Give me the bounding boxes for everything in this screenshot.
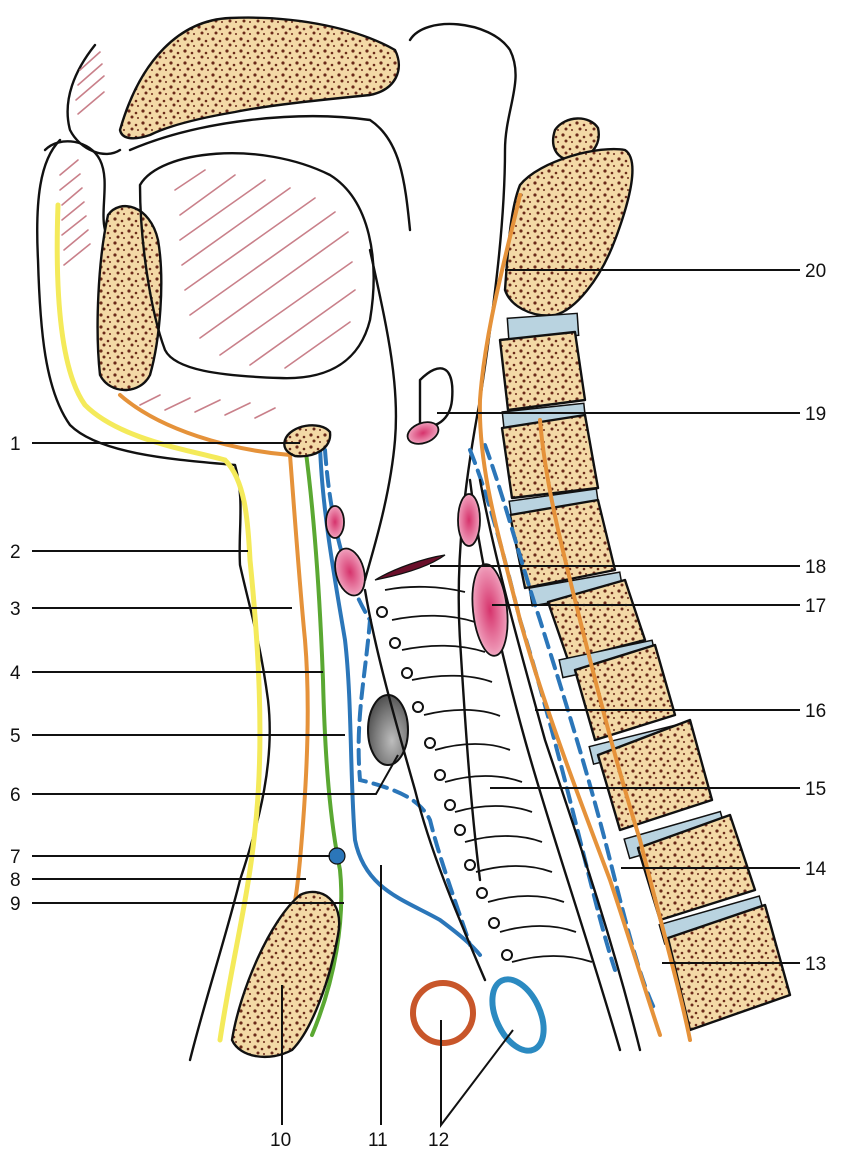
label-2: 2 — [10, 542, 21, 563]
retropharyngeal-node-upper — [458, 494, 480, 546]
epiglottis — [420, 368, 452, 426]
label-15: 15 — [805, 779, 826, 800]
floor-muscle-hatching — [140, 395, 275, 418]
lip-muscle-hatching — [60, 52, 104, 265]
manubrium-bone — [232, 892, 339, 1057]
vertebra-c2 — [505, 149, 632, 315]
trachea-rings — [377, 607, 512, 960]
tongue-muscle-hatching — [175, 170, 355, 368]
soft-palate-outline — [130, 116, 410, 230]
lymph-node-upper — [326, 506, 344, 538]
label-17: 17 — [805, 596, 826, 617]
vertebra-c3 — [500, 332, 585, 410]
label-5: 5 — [10, 726, 21, 747]
label-18: 18 — [805, 557, 826, 578]
laryngeal-inlet-outline — [365, 250, 396, 580]
label-1: 1 — [10, 434, 21, 455]
pretracheal-dashed-blue — [325, 450, 470, 945]
pharynx-outline — [410, 24, 516, 880]
label-12: 12 — [428, 1130, 449, 1151]
anterior-jugular-vein — [329, 848, 345, 864]
label-11: 11 — [368, 1130, 388, 1151]
lymph-node-epiglottic — [405, 418, 442, 448]
label-4: 4 — [10, 663, 21, 684]
upper-lip-outline — [45, 141, 105, 230]
label-9: 9 — [10, 894, 21, 915]
retropharyngeal-node-lower — [468, 562, 511, 657]
cervical-spine — [500, 118, 790, 1030]
label-14: 14 — [805, 859, 827, 880]
trachea-cross-section — [413, 983, 473, 1043]
label-10: 10 — [270, 1130, 291, 1151]
label-6: 6 — [10, 785, 21, 806]
label-8: 8 — [10, 870, 21, 891]
label-19: 19 — [805, 404, 826, 425]
vocal-fold — [375, 555, 445, 580]
label-13: 13 — [805, 954, 826, 975]
label-7: 7 — [10, 847, 21, 868]
tongue — [140, 153, 374, 378]
vertebra-t1 — [598, 720, 712, 830]
label-16: 16 — [805, 701, 826, 722]
palate-bone — [120, 18, 399, 139]
thyroid-gland — [368, 695, 408, 765]
label-3: 3 — [10, 599, 21, 620]
label-20: 20 — [805, 261, 826, 282]
esophagus-cross-section — [482, 971, 554, 1058]
